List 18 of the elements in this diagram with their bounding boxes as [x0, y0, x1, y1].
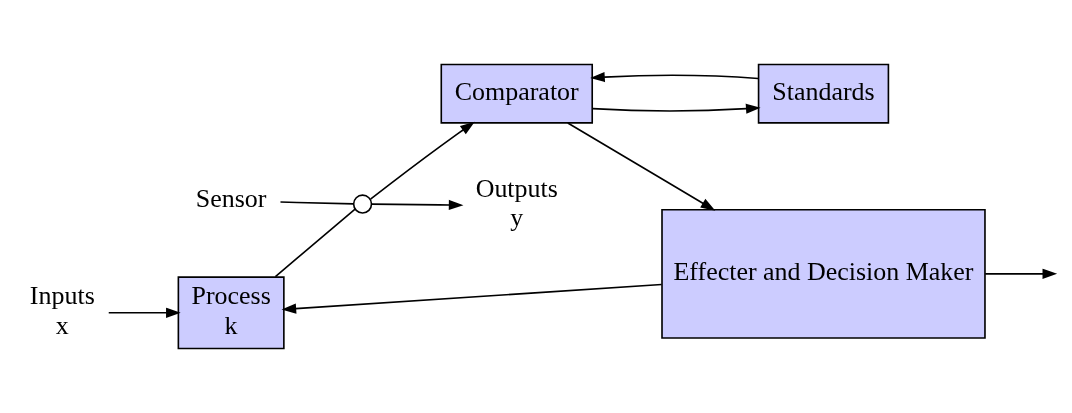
node-box: Comparator: [440, 63, 594, 124]
arrow: [281, 283, 663, 314]
arrow: [369, 121, 475, 200]
node-box: Standards: [757, 63, 890, 124]
node-text: Outputs y: [475, 174, 558, 233]
arrow: [591, 103, 761, 114]
connector: [274, 208, 356, 278]
node-text: Inputs x: [29, 281, 95, 340]
node-box: Effecter and Decision Maker: [661, 208, 986, 339]
arrow: [567, 122, 716, 211]
node-circle: [352, 194, 373, 214]
connector: [279, 201, 355, 205]
arrow: [984, 268, 1058, 279]
arrow: [371, 199, 464, 211]
node-box: Process k: [177, 276, 285, 350]
arrow: [590, 71, 759, 83]
arrow: [107, 307, 181, 318]
node-text: Sensor: [195, 183, 267, 213]
